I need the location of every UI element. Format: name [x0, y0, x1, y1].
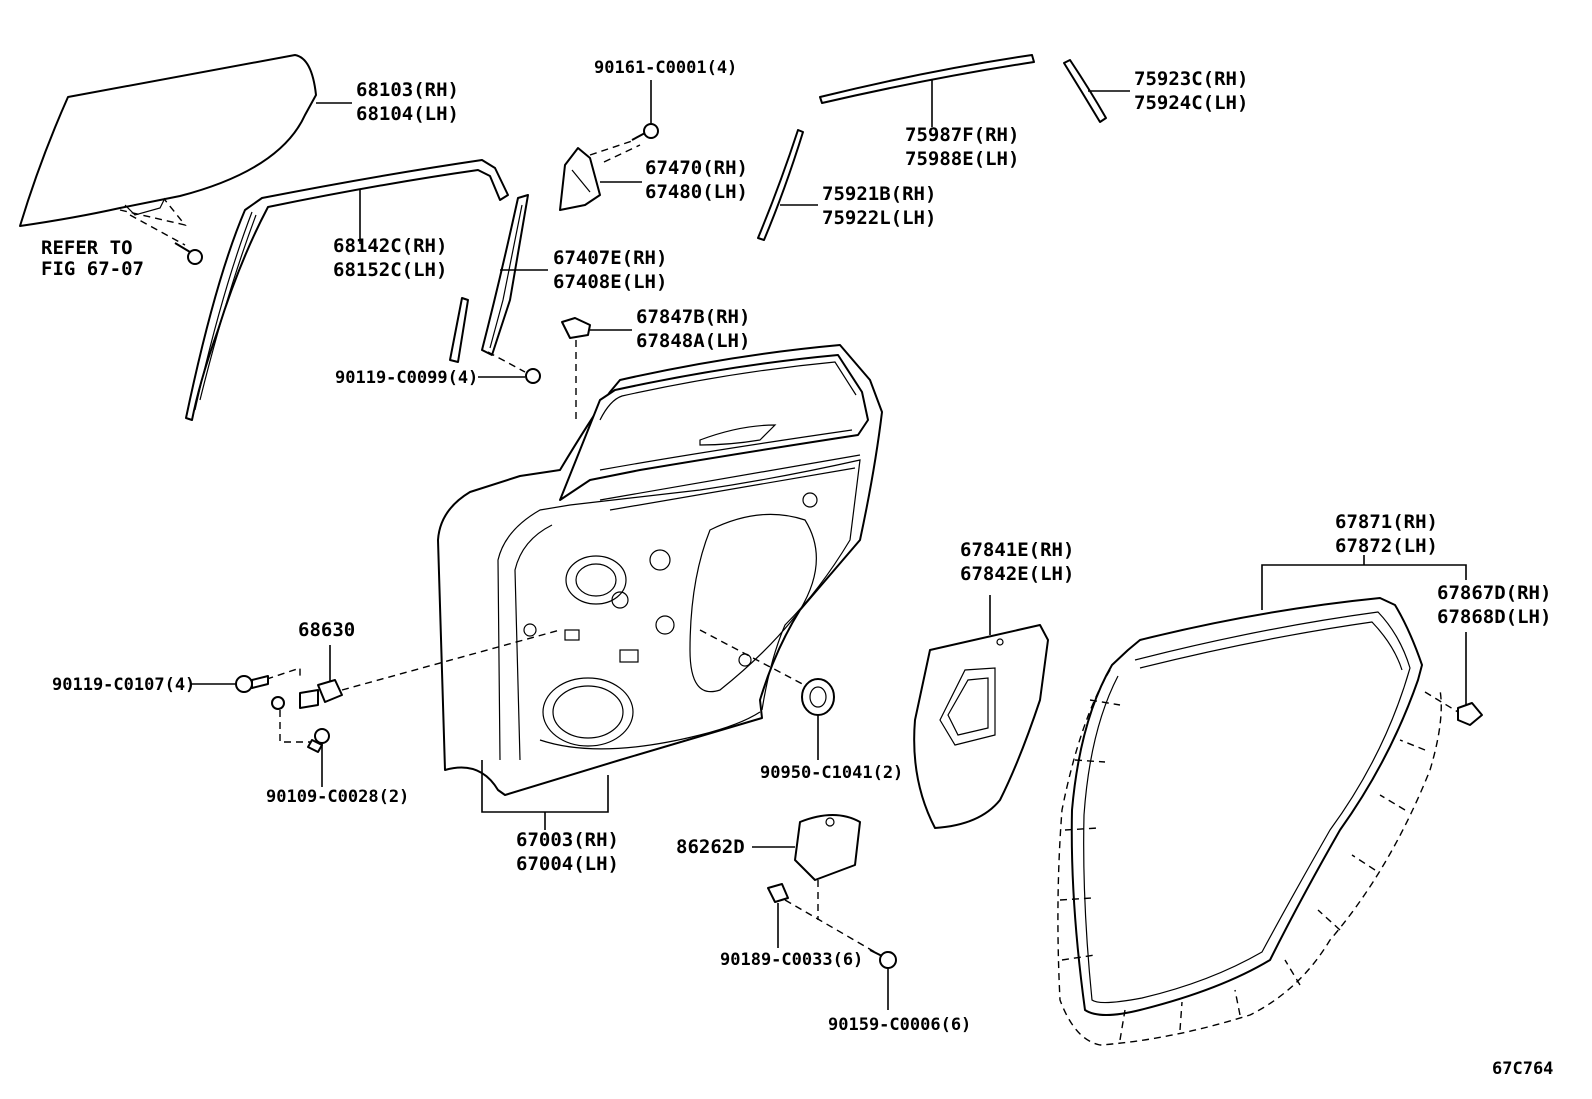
molding-75923-part-lh: 75924C(LH)	[1134, 92, 1248, 114]
bolt-107-part: 90119-C0107(4)	[52, 675, 195, 695]
frame-molding[interactable]	[757, 129, 804, 241]
bolt-109-part: 90109-C0028(2)	[266, 787, 409, 807]
leader-bolt-107-dash	[254, 667, 301, 684]
glass-bolt[interactable]	[174, 242, 203, 265]
door-glass[interactable]	[19, 54, 317, 246]
service-hole-cover[interactable]	[913, 624, 1049, 829]
weatherstrip-part-rh: 67871(RH)	[1335, 511, 1438, 533]
rear-door-panel[interactable]	[437, 344, 883, 796]
screw-90159-part: 90159-C0006(6)	[828, 1015, 971, 1035]
cover-67470-part-lh: 67480(LH)	[645, 181, 748, 203]
bolt-90109-c0028[interactable]	[307, 728, 330, 753]
check-assy-68630[interactable]	[271, 679, 343, 710]
run-channel-part-rh: 68142C(RH)	[333, 235, 447, 257]
nut-part: 90189-C0033(6)	[720, 950, 863, 970]
leader-bolt-109-dash	[279, 710, 310, 743]
screw-90161-part: 90161-C0001(4)	[594, 58, 737, 78]
clip-67847[interactable]	[561, 317, 591, 339]
plug-part: 90950-C1041(2)	[760, 763, 903, 783]
pillar-molding[interactable]	[1063, 59, 1107, 123]
bolt-90119-c0107[interactable]	[235, 675, 269, 693]
door-panel-part-lh: 67004(LH)	[516, 853, 619, 875]
leader-clip-67867-dash	[1424, 691, 1459, 713]
leader-sash-bolt-dash	[487, 351, 526, 373]
rear-sash-frame[interactable]	[449, 194, 529, 363]
hole-plug-90950[interactable]	[801, 678, 835, 716]
clip-67847-part-rh: 67847B(RH)	[636, 306, 750, 328]
door-weatherstrip[interactable]	[1070, 597, 1423, 1016]
molding-75921-part-lh: 75922L(LH)	[822, 207, 936, 229]
sash-frame-part-lh: 67408E(LH)	[553, 271, 667, 293]
run-channel-part-lh: 68152C(LH)	[333, 259, 447, 281]
screw-90159[interactable]	[869, 949, 897, 969]
door-panel-part-rh: 67003(RH)	[516, 829, 619, 851]
molding-75987-part-rh: 75987F(RH)	[905, 124, 1019, 146]
glass-run-channel[interactable]	[185, 159, 509, 421]
molding-75923-part-rh: 75923C(RH)	[1134, 68, 1248, 90]
leader-screw-90161-dash	[589, 139, 641, 163]
door-frame-cover[interactable]	[559, 147, 601, 211]
glass-part-lh: 68104(LH)	[356, 103, 459, 125]
refer-fig-label: FIG 67-07	[41, 258, 144, 280]
glass-part-rh: 68103(RH)	[356, 79, 459, 101]
cover-67470-part-rh: 67470(RH)	[645, 157, 748, 179]
refer-label: REFER TO	[41, 237, 133, 259]
molding-75921-part-rh: 75921B(RH)	[822, 183, 936, 205]
screw-90161[interactable]	[631, 123, 659, 141]
clip-67867-part-rh: 67867D(RH)	[1437, 582, 1551, 604]
clip-67867[interactable]	[1457, 702, 1483, 726]
speaker-cover-86262[interactable]	[794, 814, 861, 881]
clip-67867-part-lh: 67868D(LH)	[1437, 606, 1551, 628]
molding-75987-part-lh: 75988E(LH)	[905, 148, 1019, 170]
clip-67847-part-lh: 67848A(LH)	[636, 330, 750, 352]
sash-frame-part-rh: 67407E(RH)	[553, 247, 667, 269]
nut-90189[interactable]	[767, 883, 789, 903]
leader-nut-dash	[784, 899, 881, 956]
speaker-part: 86262D	[676, 836, 745, 858]
leader-plug-dash	[699, 629, 811, 689]
part-68630: 68630	[298, 619, 355, 641]
sash-bolt[interactable]	[525, 368, 541, 384]
belt-molding-upper[interactable]	[819, 54, 1035, 104]
weatherstrip-part-lh: 67872(LH)	[1335, 535, 1438, 557]
service-cover-part-lh: 67842E(LH)	[960, 563, 1074, 585]
weatherstrip-outline-dashed	[1057, 669, 1442, 1046]
service-cover-part-rh: 67841E(RH)	[960, 539, 1074, 561]
leader-68630-dash	[341, 629, 561, 691]
figure-code: 67C764	[1492, 1059, 1553, 1079]
sash-bolt-part: 90119-C0099(4)	[335, 368, 478, 388]
